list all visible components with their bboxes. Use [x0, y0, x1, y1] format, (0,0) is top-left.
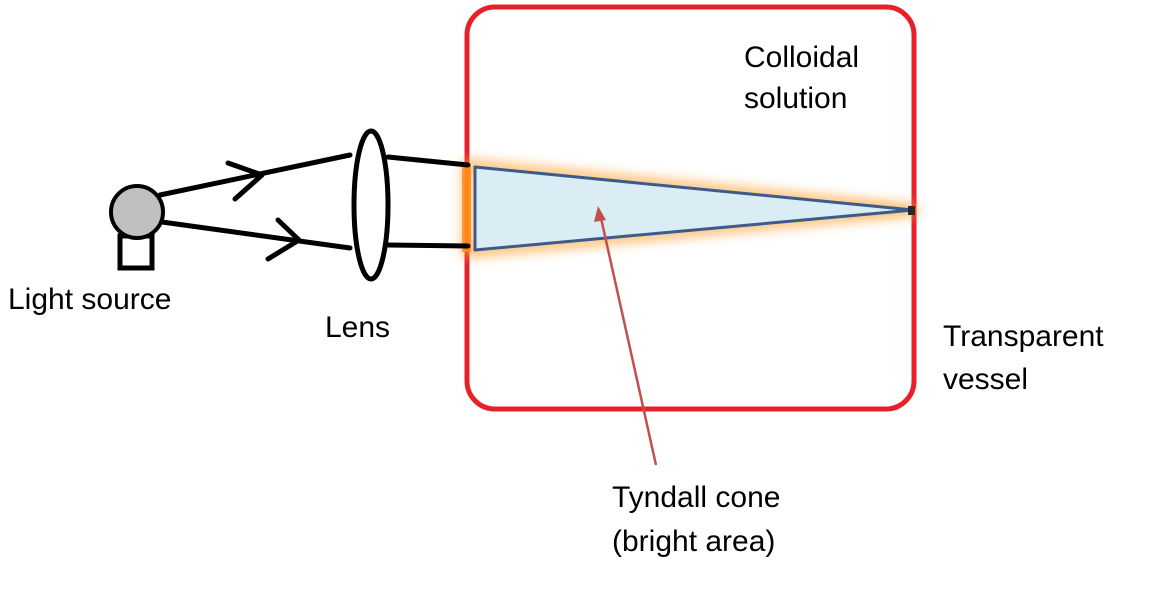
lower-ray	[159, 219, 353, 251]
colloidal-solution-label-line2: solution	[744, 82, 847, 115]
tyndall-cone-label-line1: Tyndall cone	[612, 481, 780, 514]
beam-exit-mark	[908, 206, 915, 215]
lens-label: Lens	[325, 311, 390, 344]
lower-converging-ray	[385, 242, 471, 249]
light-source-label: Light source	[8, 283, 171, 316]
entry-glow	[462, 166, 471, 252]
colloidal-solution-label-line1: Colloidal	[744, 41, 859, 74]
transparent-vessel-label-line1: Transparent	[943, 320, 1104, 353]
lower-ray-arrowhead	[265, 217, 302, 262]
tyndall-cone	[473, 165, 915, 252]
tyndall-pointer-line	[599, 217, 658, 466]
transparent-vessel-label-line2: vessel	[943, 363, 1028, 396]
light-bulb	[109, 184, 165, 240]
tyndall-cone-label-line2: (bright area)	[612, 525, 775, 558]
lens	[351, 128, 391, 282]
tyndall-pointer-arrowhead	[594, 206, 606, 222]
upper-converging-ray	[385, 154, 471, 168]
upper-ray-arrowhead	[225, 160, 265, 202]
bulb-base	[117, 233, 155, 271]
